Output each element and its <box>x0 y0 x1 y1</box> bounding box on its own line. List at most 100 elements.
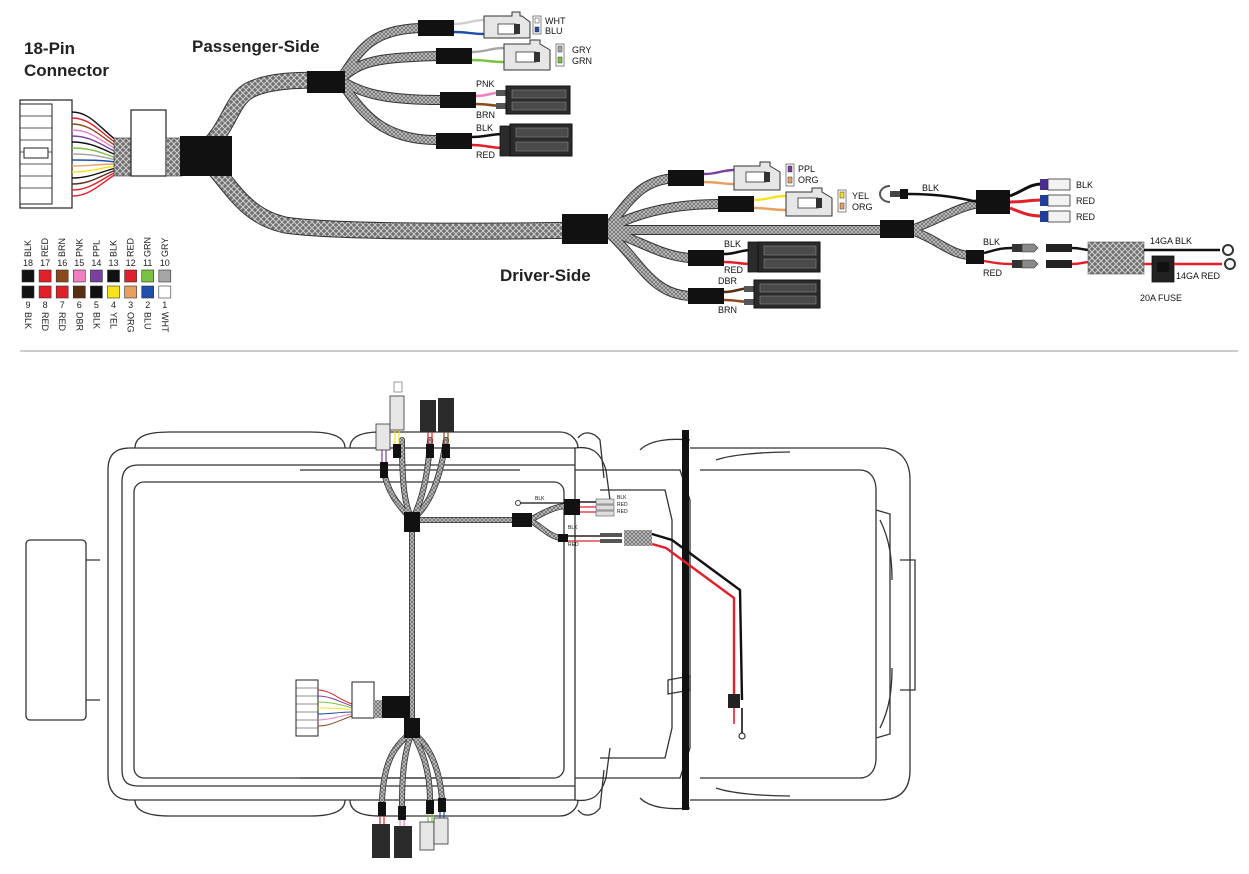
pin-number: 3 <box>128 300 133 310</box>
pin-swatch <box>158 285 172 299</box>
pin-color-label: ORG <box>126 312 136 333</box>
label-grn: GRN <box>572 56 592 66</box>
pin-swatch <box>21 285 35 299</box>
driver-connector-ppl-org <box>668 161 795 191</box>
label-ring-blk: BLK <box>922 183 939 193</box>
pin-number: 18 <box>23 258 33 268</box>
passenger-connector-blk-red <box>436 123 573 157</box>
label-wht: WHT <box>545 16 566 26</box>
pin-number: 15 <box>74 258 84 268</box>
install-connectors-top <box>375 381 454 478</box>
driver-connector-blk-red <box>688 241 821 273</box>
pin-color-label: GRN <box>143 237 153 257</box>
pin-number: 7 <box>60 300 65 310</box>
pin-swatch <box>124 269 137 283</box>
install-sleeve-bottom <box>404 718 420 738</box>
battery-leads <box>1087 241 1236 283</box>
pin-color-label: DBR <box>74 312 84 332</box>
pin-swatch <box>55 269 69 283</box>
pin-number: 9 <box>25 300 30 310</box>
svg-text:BLK: BLK <box>568 525 578 531</box>
install-sleeve-power <box>512 513 532 527</box>
pin-color-legend: BLK18RED17BRN16PNK15PPL14BLK13RED12GRN11… <box>21 237 172 333</box>
output-sleeve <box>976 190 1010 214</box>
passenger-connector-wht-blu <box>418 11 542 39</box>
pin-color-label: WHT <box>160 312 170 333</box>
svg-text:RED: RED <box>617 502 628 508</box>
label-org-2: ORG <box>852 202 873 212</box>
connector-heading-2: Connector <box>24 61 109 80</box>
power-sleeve <box>880 220 914 238</box>
pin-number: 2 <box>145 300 150 310</box>
label-batt-red: 14GA RED <box>1176 271 1221 281</box>
passenger-connector-pnk-brn <box>440 85 571 115</box>
pin-swatch <box>141 285 154 299</box>
pin-color-label: RED <box>126 237 136 257</box>
pin-swatch <box>73 269 86 283</box>
18-pin-connector <box>19 99 183 209</box>
label-gry: GRY <box>572 45 591 55</box>
label-org: ORG <box>798 175 819 185</box>
pin-swatch <box>90 285 103 299</box>
pin-number: 13 <box>108 258 118 268</box>
driver-connector-yel-org <box>718 187 847 217</box>
pin-color-label: BLU <box>143 312 153 330</box>
pin-color-label: RED <box>57 312 67 332</box>
firewall-bar <box>682 430 689 810</box>
label-out-red-2: RED <box>1076 212 1096 222</box>
label-pnk: PNK <box>476 79 495 89</box>
pin-swatch <box>73 285 86 299</box>
label-driver-blk: BLK <box>724 239 741 249</box>
passenger-sleeve <box>307 71 345 93</box>
pin-number: 10 <box>160 258 170 268</box>
passenger-side-heading: Passenger-Side <box>192 37 320 56</box>
bullet-sleeve <box>966 250 984 264</box>
pin-number: 14 <box>91 258 101 268</box>
label-brn: BRN <box>476 110 495 120</box>
label-out-blk: BLK <box>1076 180 1093 190</box>
install-18-pin-connector <box>295 679 410 737</box>
pin-color-label: RED <box>40 312 50 332</box>
pin-color-label: BLK <box>91 312 101 329</box>
pin-color-label: RED <box>40 237 50 257</box>
output-terminals <box>1040 178 1071 223</box>
pin-color-label: YEL <box>109 312 119 329</box>
pin-number: 11 <box>143 258 152 268</box>
label-brn-driver: BRN <box>718 305 737 315</box>
vehicle-outline <box>25 431 916 817</box>
pin-color-label: GRY <box>160 238 170 257</box>
passenger-branches <box>335 23 445 145</box>
pin-color-label: PPL <box>91 240 101 257</box>
svg-text:BLK: BLK <box>617 495 627 501</box>
pin-number: 6 <box>77 300 82 310</box>
pin-number: 8 <box>43 300 48 310</box>
label-bullet-red: RED <box>983 268 1003 278</box>
pin-swatch <box>141 269 154 283</box>
passenger-connector-gry-grn <box>436 39 565 71</box>
label-bullet-blk: BLK <box>983 237 1000 247</box>
pin-color-label: BLK <box>23 240 33 257</box>
pin-number: 16 <box>57 258 67 268</box>
pin-swatch <box>107 285 120 299</box>
label-out-red-1: RED <box>1076 196 1096 206</box>
trunk-sleeve <box>180 136 232 176</box>
label-fuse: 20A FUSE <box>1140 293 1182 303</box>
label-driver-red: RED <box>724 265 744 275</box>
svg-text:RED: RED <box>617 509 628 515</box>
pin-number: 4 <box>111 300 116 310</box>
ring-terminal-ground <box>878 185 979 204</box>
pin-number: 5 <box>94 300 99 310</box>
driver-connector-dbr-brn <box>688 279 821 309</box>
install-power-wiring <box>515 498 746 740</box>
pin-color-label: PNK <box>74 238 84 257</box>
driver-sleeve <box>562 214 608 244</box>
main-trunk <box>191 71 594 240</box>
output-wires <box>1009 182 1043 218</box>
install-tiny-labels: BLK BLK RED RED BLK RED <box>535 495 628 548</box>
label-red: RED <box>476 150 496 160</box>
pin-number: 17 <box>40 258 50 268</box>
install-connectors-bottom <box>372 798 449 858</box>
connector-heading-1: 18-Pin <box>24 39 75 58</box>
